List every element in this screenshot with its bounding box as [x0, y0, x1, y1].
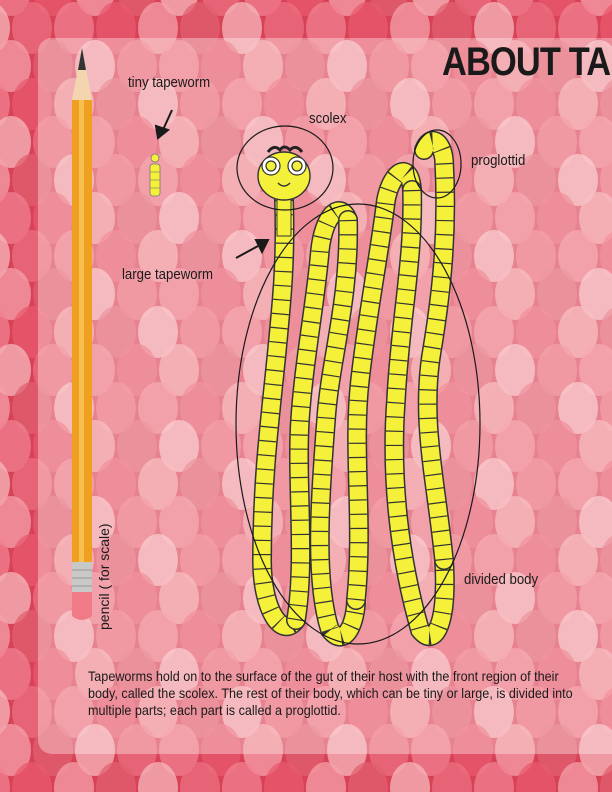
scolex-callout-circle	[236, 125, 334, 211]
label-proglottid: proglottid	[471, 152, 526, 169]
pencil-illustration	[72, 48, 92, 620]
scolex-head	[257, 145, 311, 201]
page-title: ABOUT TA	[442, 40, 611, 84]
label-scolex: scolex	[309, 110, 347, 127]
large-tapeworm-body	[251, 131, 456, 647]
tiny-tapeworm-drawing	[149, 153, 161, 197]
proglottid-callout-circle	[412, 129, 462, 199]
label-large-tapeworm: large tapeworm	[122, 266, 213, 283]
arrow-icon	[154, 109, 270, 259]
caption-paragraph: Tapeworms hold on to the surface of the …	[88, 668, 573, 718]
label-pencil-scale: pencil ( for scale)	[96, 523, 112, 630]
label-divided-body: divided body	[464, 571, 539, 588]
divided-body-callout-circle	[235, 203, 481, 645]
label-tiny-tapeworm: tiny tapeworm	[128, 74, 211, 91]
